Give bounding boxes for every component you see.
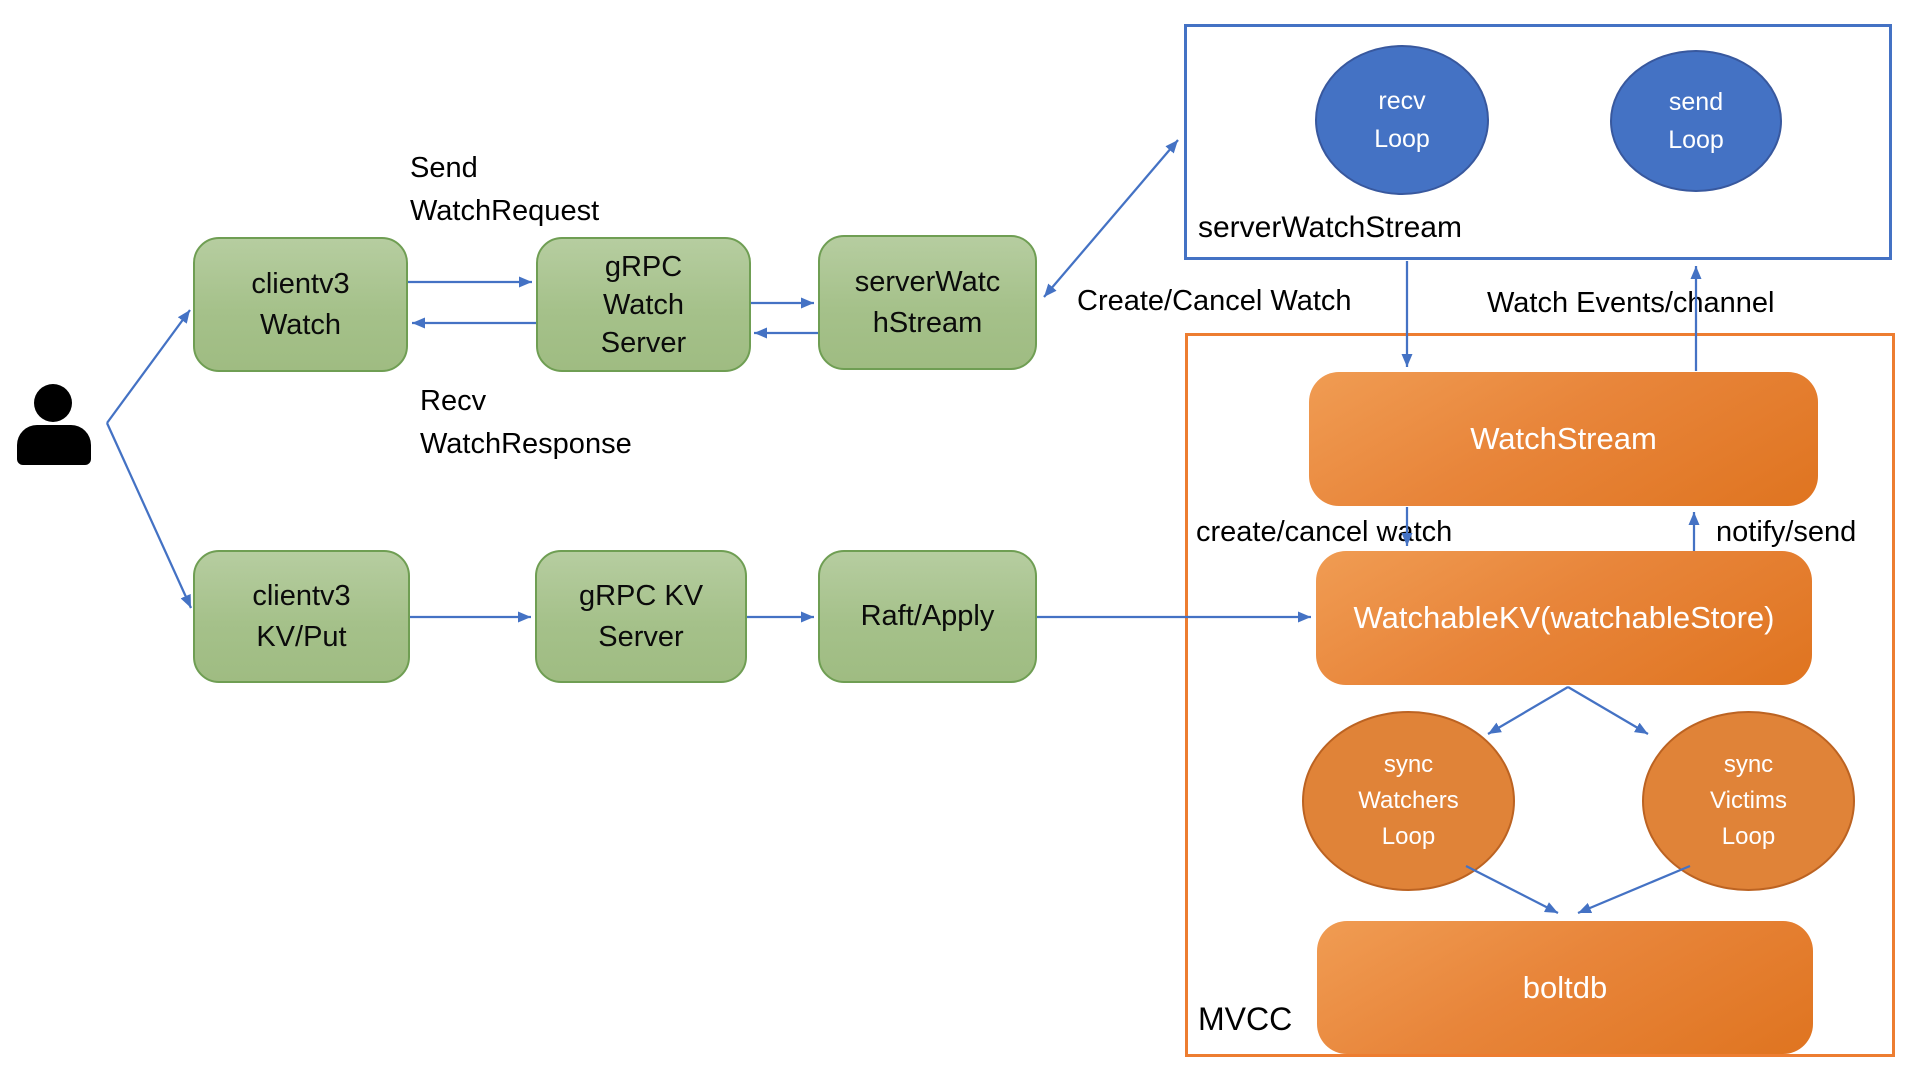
label-watch-events-channel: Watch Events/channel: [1487, 287, 1775, 319]
node-raft-apply: Raft/Apply: [818, 550, 1037, 683]
node-recv-loop-label: recv Loop: [1374, 87, 1430, 153]
node-recv-loop: recv Loop: [1315, 45, 1489, 195]
person-body-icon: [17, 425, 91, 465]
node-watchable-kv-label: WatchableKV(watchableStore): [1353, 600, 1775, 635]
node-clientv3-kv-put-label: clientv3 KV/Put: [252, 579, 351, 653]
node-send-loop: send Loop: [1610, 50, 1782, 192]
label-notify-send: notify/send: [1716, 516, 1857, 548]
node-watchable-kv: WatchableKV(watchableStore): [1316, 551, 1812, 685]
label-send-watch-request: Send WatchRequest: [410, 152, 600, 227]
node-raft-apply-label: Raft/Apply: [860, 600, 995, 632]
arrow-user-to-clientv3-kv-put: [105, 422, 193, 609]
node-grpc-watch-server-label: gRPC Watch Server: [600, 250, 687, 359]
arrow-user-to-clientv3-watch: [106, 309, 191, 424]
label-recv-watch-response: Recv WatchResponse: [420, 385, 632, 460]
node-server-watch-stream-label: serverWatc hStream: [854, 265, 1001, 339]
node-server-watch-stream: serverWatc hStream: [818, 235, 1037, 370]
node-clientv3-watch: clientv3 Watch: [193, 237, 408, 372]
mvcc-container: [1185, 333, 1895, 1057]
node-sync-victims-loop-label: sync Victims Loop: [1710, 751, 1787, 850]
node-send-loop-label: send Loop: [1668, 88, 1724, 154]
node-sync-watchers-loop-label: sync Watchers Loop: [1358, 751, 1459, 850]
node-boltdb-label: boltdb: [1522, 969, 1608, 1005]
label-create-cancel-watch-upper: Create/Cancel Watch: [1077, 285, 1352, 317]
node-grpc-kv-server: gRPC KV Server: [535, 550, 747, 683]
node-grpc-watch-server: gRPC Watch Server: [536, 237, 751, 372]
server-watch-stream-container-label: serverWatchStream: [1198, 211, 1462, 244]
person-head-icon: [34, 384, 72, 422]
node-sync-victims-loop: sync Victims Loop: [1642, 711, 1855, 891]
node-boltdb: boltdb: [1317, 921, 1813, 1054]
server-watch-stream-container: [1184, 24, 1892, 260]
label-create-cancel-watch-lower: create/cancel watch: [1196, 516, 1453, 548]
node-clientv3-kv-put: clientv3 KV/Put: [193, 550, 410, 683]
node-grpc-kv-server-label: gRPC KV Server: [578, 579, 704, 653]
node-watch-stream: WatchStream: [1309, 372, 1818, 506]
node-clientv3-watch-label: clientv3 Watch: [251, 267, 350, 341]
mvcc-container-label: MVCC: [1198, 1001, 1293, 1037]
node-watch-stream-label: WatchStream: [1470, 421, 1657, 456]
node-sync-watchers-loop: sync Watchers Loop: [1302, 711, 1515, 891]
arrow-server-watch-stream-blue-box-bidirectional: [1043, 139, 1179, 298]
